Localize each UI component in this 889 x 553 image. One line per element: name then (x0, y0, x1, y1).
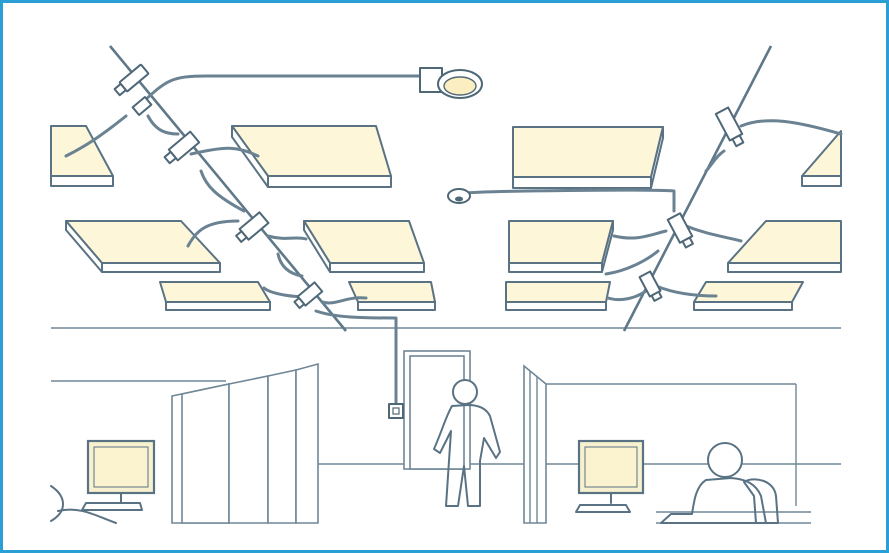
luminaire (802, 131, 841, 186)
occupancy-sensor (448, 189, 470, 203)
luminaire (160, 282, 270, 310)
luminaire (728, 221, 841, 272)
wall-switch (389, 404, 403, 418)
connector (668, 213, 696, 249)
workstation-left (51, 441, 154, 523)
luminaire (509, 221, 613, 272)
luminaire (506, 282, 610, 310)
person-seated (661, 443, 778, 523)
luminaire-row-middle (66, 221, 841, 272)
downlight (420, 68, 482, 98)
connector (133, 97, 152, 115)
partition-left (172, 364, 318, 523)
office-lighting-illustration (6, 6, 889, 553)
luminaire (51, 126, 113, 186)
luminaire (66, 221, 220, 272)
keyboard (576, 505, 630, 512)
luminaire (513, 127, 663, 188)
partition-right (524, 366, 546, 523)
keyboard (82, 503, 142, 510)
luminaire (304, 221, 424, 272)
luminaire (349, 282, 435, 310)
